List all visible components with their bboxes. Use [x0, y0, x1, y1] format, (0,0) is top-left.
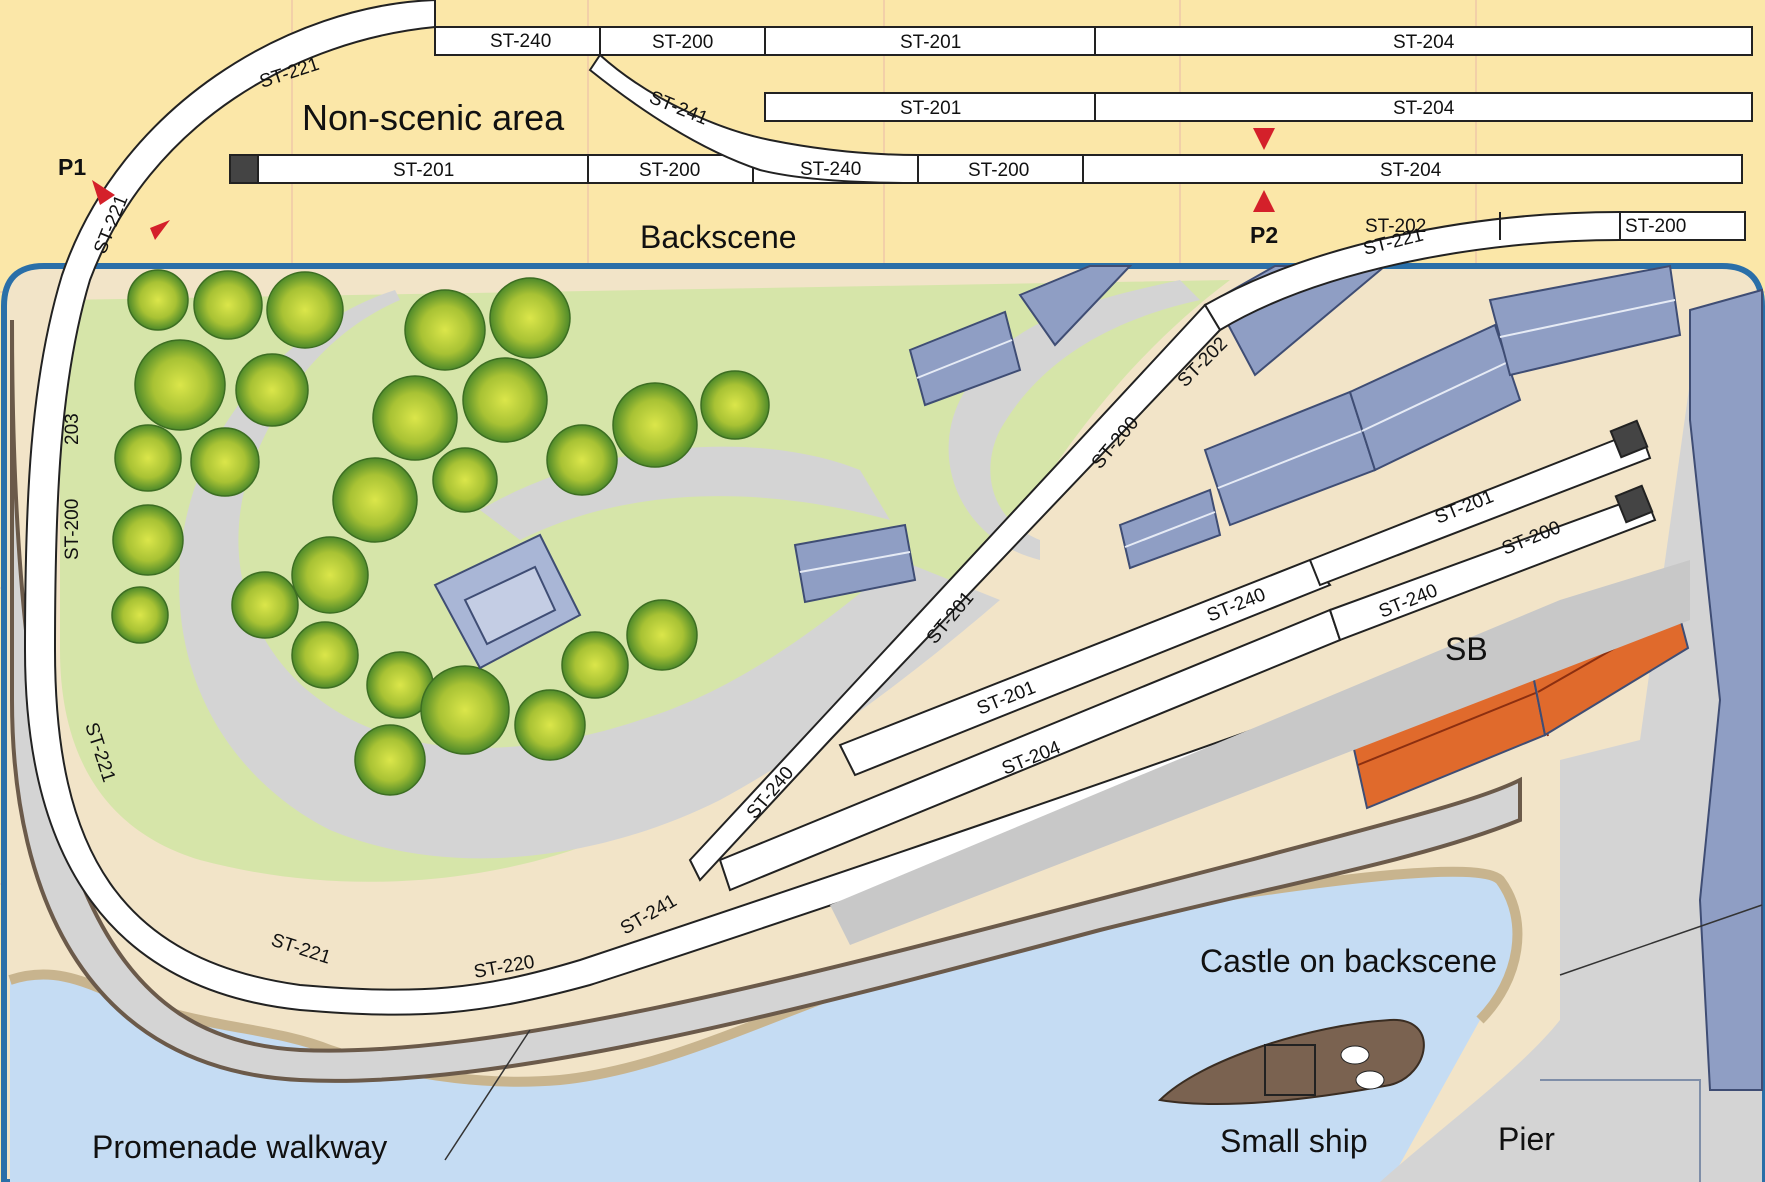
- p2-arrow-icon: [1253, 128, 1275, 150]
- label-ship: Small ship: [1220, 1123, 1368, 1159]
- buffer-stop: [229, 154, 259, 184]
- buildings: [433, 264, 1763, 1091]
- track-mid-1: [838, 558, 1332, 777]
- tree: [404, 289, 486, 371]
- tree: [291, 621, 359, 689]
- track-diagonal: [688, 303, 1222, 882]
- label-castle: Castle on backscene: [1200, 943, 1497, 979]
- track-label: ST-204: [1393, 98, 1455, 119]
- tree: [546, 424, 618, 496]
- castle-pointer: [1559, 904, 1763, 976]
- pier-road: [1380, 310, 1762, 1182]
- tree: [432, 447, 498, 513]
- tree: [266, 271, 344, 349]
- tree: [514, 689, 586, 761]
- buffer-stop: [1609, 419, 1649, 459]
- tree: [112, 504, 184, 576]
- p1-arrow-icon: [150, 220, 170, 240]
- tree: [420, 665, 510, 755]
- track-label: ST-201: [393, 160, 454, 181]
- track-label: ST-200: [968, 160, 1029, 181]
- track-label: ST-204: [1393, 32, 1455, 53]
- small-ship: [1157, 1018, 1425, 1105]
- p1-arrow-icon: [92, 180, 115, 205]
- track-label: ST-200: [639, 160, 700, 181]
- tree: [134, 339, 226, 431]
- track-label: ST-200: [1625, 216, 1686, 237]
- track-label: ST-240: [490, 31, 551, 52]
- loop-road: [179, 290, 1000, 859]
- label-p1: P1: [58, 154, 86, 180]
- tree: [231, 571, 299, 639]
- track-label: ST-200: [62, 499, 83, 560]
- tree: [111, 586, 169, 644]
- tree: [332, 457, 418, 543]
- track-row2: [764, 92, 1753, 122]
- building: [1488, 264, 1682, 377]
- tree: [193, 270, 263, 340]
- track-stn-2: [1328, 493, 1657, 642]
- label-non-scenic: Non-scenic area: [302, 97, 565, 138]
- track-label: ST-204: [1380, 160, 1442, 181]
- label-p2: P2: [1250, 222, 1278, 248]
- tree: [489, 277, 571, 359]
- tree: [700, 370, 770, 440]
- label-promenade: Promenade walkway: [92, 1129, 387, 1165]
- tree: [235, 353, 309, 427]
- track-plan: [23, 0, 1753, 1016]
- track-row1: [434, 26, 1753, 56]
- label-station-building: SB: [1445, 631, 1488, 667]
- pier-edge: [1540, 1079, 1701, 1182]
- trees: [111, 269, 770, 796]
- track-stn-1: [1308, 428, 1652, 587]
- tree: [190, 427, 260, 497]
- tree: [626, 599, 698, 671]
- track-label: ST-202: [1365, 216, 1426, 237]
- promenade-pointer: [444, 1029, 531, 1161]
- tree: [354, 724, 426, 796]
- tree: [114, 424, 182, 492]
- castle-walls: [1689, 288, 1763, 1091]
- track-label: ST-201: [900, 32, 961, 53]
- tree: [372, 375, 458, 461]
- promenade-road: [10, 319, 1522, 1083]
- building: [793, 523, 917, 604]
- water-area: [10, 871, 1518, 1182]
- track-label: 203: [62, 413, 83, 445]
- p2-arrow-icon: [1253, 190, 1275, 212]
- tree: [612, 382, 698, 468]
- building: [1018, 265, 1133, 347]
- tree: [462, 357, 548, 443]
- track-label: ST-240: [800, 159, 861, 180]
- track-label: ST-200: [652, 32, 713, 53]
- label-backscene: Backscene: [640, 219, 797, 255]
- buffer-stop: [1614, 484, 1654, 524]
- platform: [830, 560, 1690, 945]
- shoreline: [8, 866, 1523, 1087]
- tree: [561, 631, 629, 699]
- label-pier: Pier: [1498, 1121, 1555, 1157]
- tree: [127, 269, 189, 331]
- track-label: ST-201: [900, 98, 961, 119]
- p-markers: [92, 128, 1275, 240]
- tree: [291, 536, 369, 614]
